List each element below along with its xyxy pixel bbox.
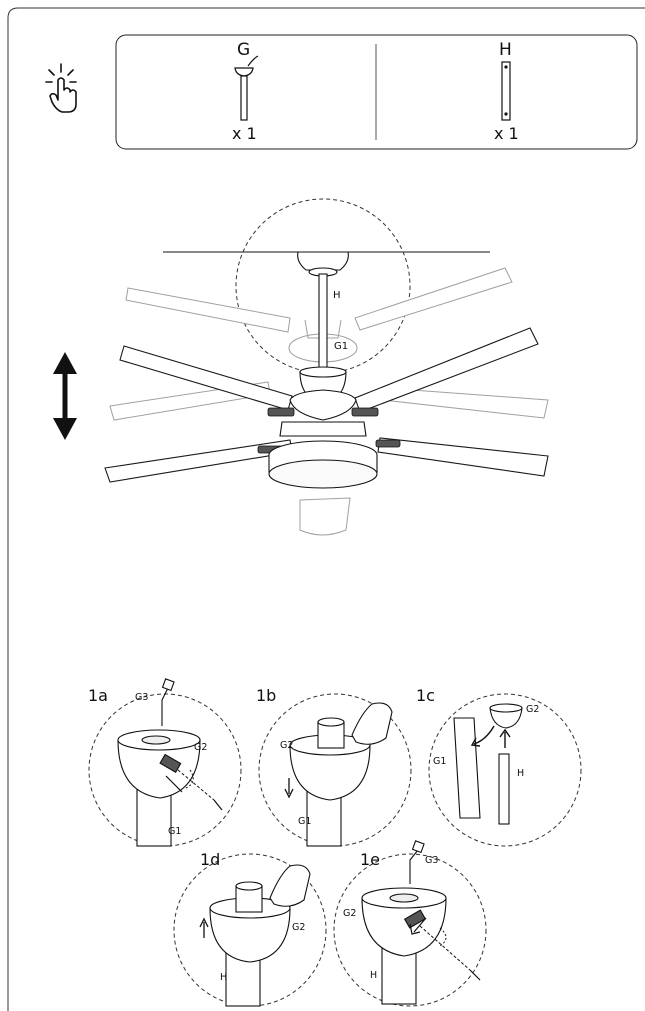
step-1e-label-g2: G2 <box>343 908 357 919</box>
step-1e-number: 1e <box>360 850 381 869</box>
part-g-letter: G <box>237 40 251 60</box>
step-1e-label-g3: G3 <box>425 855 439 866</box>
step-1b-number: 1b <box>256 686 277 705</box>
step-1a-number: 1a <box>88 686 108 705</box>
step-1a-label-g3: G3 <box>135 692 149 703</box>
fan-label-g1: G1 <box>334 341 349 352</box>
step-1b-label-g1: G1 <box>298 816 312 827</box>
part-h-letter: H <box>499 40 512 60</box>
step-1d-label-g2: G2 <box>292 922 306 933</box>
fan-label-h: H <box>333 290 341 301</box>
step-1a-label-g1: G1 <box>168 826 182 837</box>
step-1e-label-h: H <box>370 970 378 981</box>
step-1a-label-g2: G2 <box>194 742 208 753</box>
step-1c-number: 1c <box>416 686 435 705</box>
step-1c-label-g2: G2 <box>526 704 540 715</box>
step-1d-number: 1d <box>200 850 221 869</box>
step-1b-label-g2: G2 <box>280 740 294 751</box>
step-1c-label-g1: G1 <box>433 756 447 767</box>
step-1c-label-h: H <box>517 768 525 779</box>
step-1d-label-h: H <box>220 972 228 983</box>
part-h-qty: x 1 <box>494 124 519 143</box>
part-g-qty: x 1 <box>232 124 257 143</box>
